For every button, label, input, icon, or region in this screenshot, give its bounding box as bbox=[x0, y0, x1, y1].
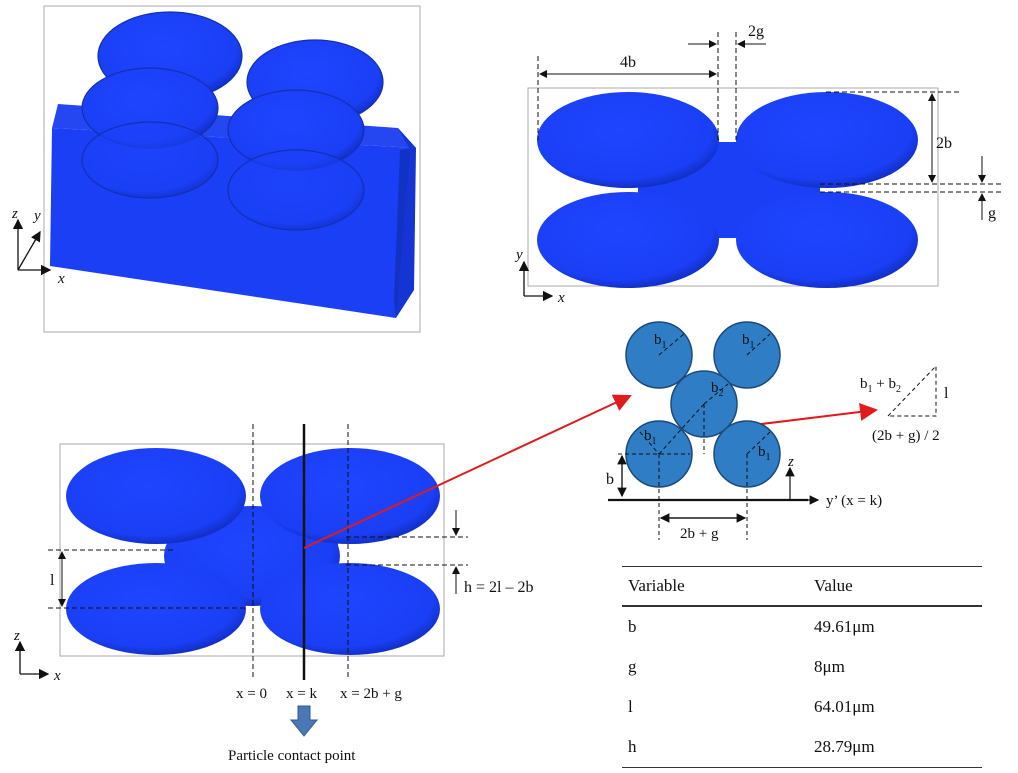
column-header: Value bbox=[808, 566, 982, 607]
ellipsoid-group-3d bbox=[81, 11, 384, 231]
ellipsoid bbox=[736, 92, 918, 188]
contact-point-label: Particle contact point bbox=[228, 748, 356, 764]
panel-top-frame bbox=[527, 87, 939, 287]
table-row: h 28.79μm bbox=[622, 727, 982, 768]
triangle-hypotenuse-label: b1 + b2 bbox=[860, 376, 901, 395]
b2-label: b2 bbox=[711, 380, 724, 399]
dim-2bg-label: 2b + g bbox=[680, 526, 719, 542]
variable-table: Variable Value b 49.61μm g 8μm l 64.01μm… bbox=[622, 566, 982, 768]
dim-b-label: b bbox=[606, 471, 614, 488]
dimension-lines-top bbox=[537, 32, 1004, 220]
axis-y-label: y bbox=[514, 247, 523, 263]
geometry-triangle: b1 + b2 l (2b + g) / 2 bbox=[860, 364, 949, 444]
axis-z-label: z bbox=[13, 628, 20, 644]
ellipsoid bbox=[66, 448, 246, 544]
axis-x-label: x bbox=[557, 290, 565, 306]
ellipsoid bbox=[260, 448, 440, 544]
triangle-vertical-label: l bbox=[944, 385, 949, 402]
b1-label: b1 bbox=[758, 444, 771, 463]
table-row: g 8μm bbox=[622, 647, 982, 687]
dim-h-label: h = 2l – 2b bbox=[464, 579, 533, 596]
dim-l-label: l bbox=[50, 572, 55, 589]
table-header-row: Variable Value bbox=[622, 566, 982, 607]
table-cell-variable: h bbox=[622, 727, 808, 768]
dim-4b-label: 4b bbox=[620, 54, 636, 71]
dim-2b-label: 2b bbox=[936, 135, 952, 152]
table-cell-value: 28.79μm bbox=[808, 727, 982, 768]
table-row: b 49.61μm bbox=[622, 606, 982, 647]
x2bg-label: x = 2b + g bbox=[340, 686, 402, 702]
x0-label: x = 0 bbox=[236, 686, 267, 702]
down-arrow-icon bbox=[289, 705, 319, 737]
table-row: l 64.01μm bbox=[622, 687, 982, 727]
dim-2g-label: 2g bbox=[748, 23, 764, 40]
axis-triad-side bbox=[14, 640, 50, 680]
section-dimensions bbox=[608, 454, 820, 523]
ellipsoid bbox=[260, 563, 440, 655]
axis-x-label: x bbox=[57, 271, 65, 287]
panel-cross-section: b1 b1 b2 b1 b1 b 2b + g z y’ (x = k) bbox=[606, 321, 882, 542]
section-construction-lines bbox=[618, 333, 771, 540]
ellipsoid bbox=[736, 192, 918, 288]
block-edge bbox=[396, 128, 416, 318]
ellipsoid bbox=[227, 149, 365, 231]
ellipsoid bbox=[81, 121, 219, 199]
panel-3d-view: x z y bbox=[11, 5, 421, 333]
ellipsoid bbox=[66, 563, 246, 655]
b1-label: b1 bbox=[644, 428, 657, 447]
dimension-lines-side bbox=[48, 424, 468, 680]
b1-label: b1 bbox=[654, 332, 667, 351]
xk-label: x = k bbox=[286, 686, 317, 702]
axis-triad-top bbox=[518, 260, 554, 302]
ellipsoid bbox=[537, 92, 719, 188]
ellipsoid bbox=[537, 192, 719, 288]
dim-g-label: g bbox=[988, 205, 996, 222]
triangle-base-label: (2b + g) / 2 bbox=[872, 428, 940, 444]
table-cell-variable: b bbox=[628, 617, 637, 636]
table-cell-variable: g bbox=[628, 657, 637, 676]
panel-3d-frame bbox=[43, 5, 421, 333]
b1-label: b1 bbox=[742, 332, 755, 351]
axis-y-label: y bbox=[32, 208, 41, 224]
axis-z-label: z bbox=[11, 206, 18, 222]
section-axis-y: y’ (x = k) bbox=[826, 493, 882, 509]
axis-triad-3d bbox=[12, 218, 52, 276]
panel-side-view: l h = 2l – 2b x = 0 x = k x = 2b + g Par… bbox=[13, 424, 533, 764]
section-axis-z: z bbox=[787, 454, 794, 470]
table-cell-value: 49.61μm bbox=[814, 617, 875, 636]
panel-top-view: 4b 2g 2b g x y bbox=[514, 23, 1004, 306]
axis-x-label: x bbox=[53, 668, 61, 684]
connector-arrow bbox=[303, 394, 632, 549]
table-cell-variable: l bbox=[628, 697, 633, 716]
table-cell-value: 8μm bbox=[814, 657, 845, 676]
column-header: Variable bbox=[622, 566, 808, 607]
table-cell-value: 64.01μm bbox=[814, 697, 875, 716]
